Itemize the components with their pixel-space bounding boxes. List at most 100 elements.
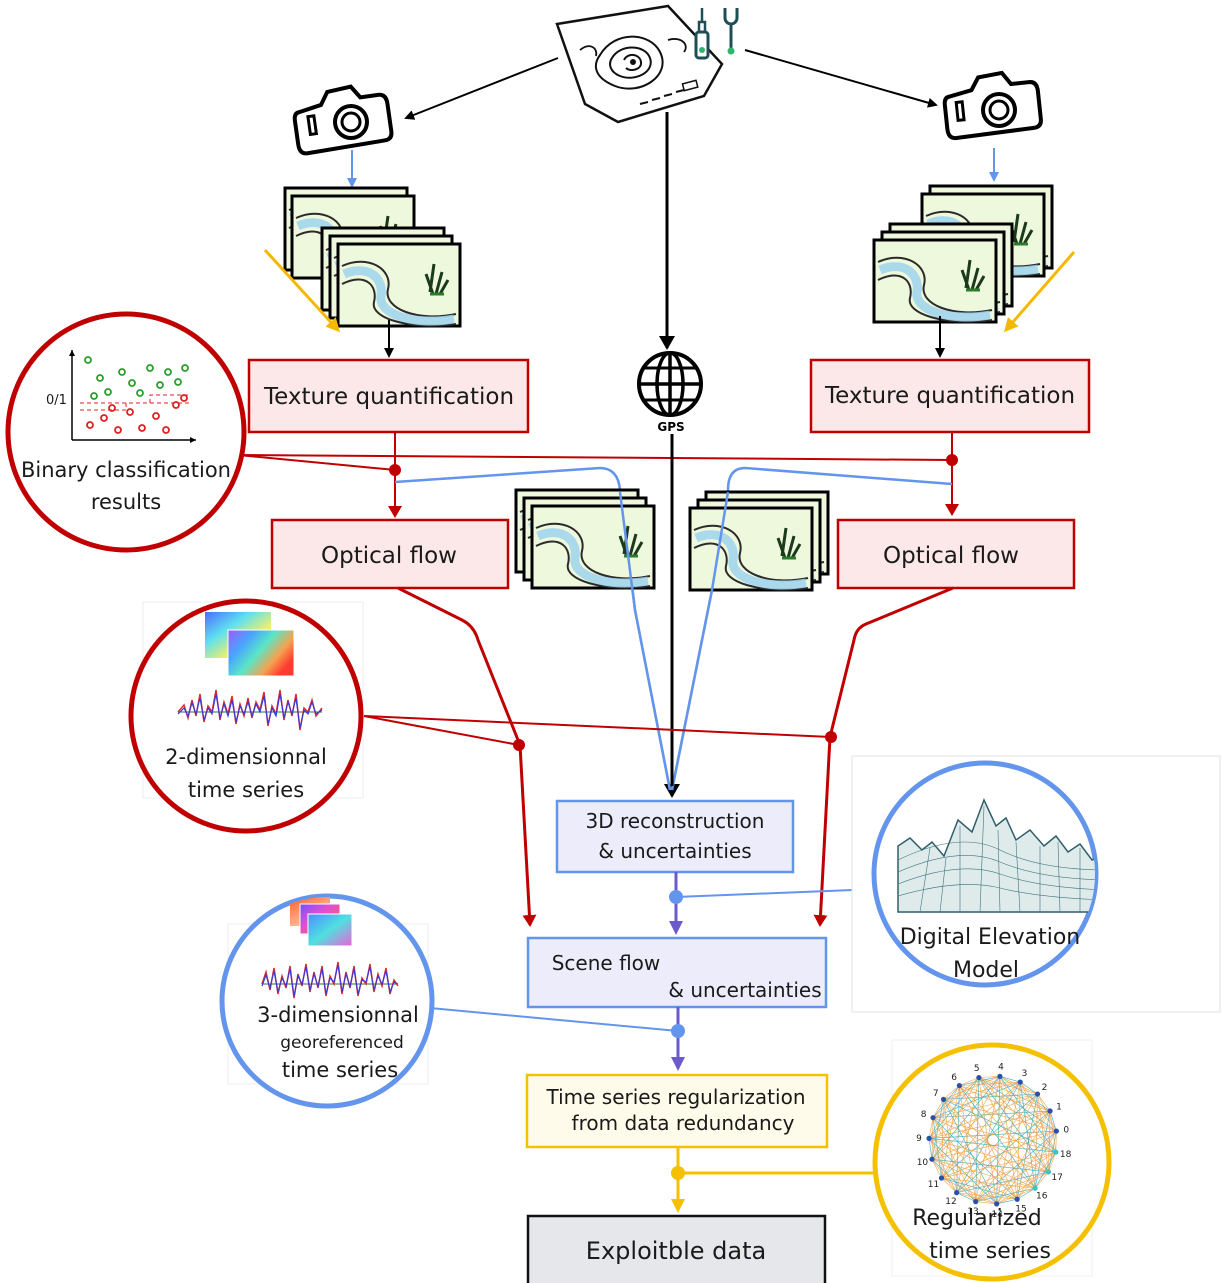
network-edge: [928, 1138, 1036, 1189]
network-edge: [959, 1085, 977, 1202]
network-node: [973, 1199, 979, 1205]
regts-line2: time series: [929, 1239, 1051, 1264]
network-node: [926, 1135, 932, 1141]
reconstruction-box: 3D reconstruction & uncertainties: [555, 799, 795, 874]
network-edge: [931, 1158, 1036, 1189]
network-node-label: 8: [921, 1110, 927, 1120]
network-edge: [1034, 1094, 1038, 1189]
image-stack-right: [874, 186, 1052, 322]
junction-dot-regts: [671, 1166, 685, 1180]
image-stack-left: [285, 188, 460, 326]
network-edge: [996, 1171, 1049, 1205]
network-edge: [928, 1085, 960, 1139]
network-edge: [978, 1077, 1051, 1112]
network-edge: [943, 1081, 1021, 1100]
network-edge: [1019, 1081, 1057, 1153]
network-edge: [931, 1099, 944, 1160]
line-ts3d-to-junction: [429, 1007, 679, 1032]
binary-plot-icon: 0/1: [46, 350, 196, 443]
texture-quantification-left-box: Texture quantification: [247, 358, 530, 434]
binary-classification-circle: 0/1 Binary classification results: [5, 311, 247, 553]
network-edge: [956, 1151, 1056, 1193]
network-node-label: 17: [1051, 1173, 1062, 1183]
exploitable-data-box: Exploitble data: [526, 1214, 827, 1283]
recon-line2: & uncertainties: [598, 839, 751, 863]
network-edge: [975, 1151, 1057, 1202]
network-node: [1034, 1091, 1041, 1097]
network-node-label: 10: [917, 1158, 929, 1168]
image-stack-middle-left: [516, 490, 654, 588]
network-edge: [941, 1177, 957, 1193]
regularization-box: Time series regularization from data red…: [525, 1073, 829, 1149]
heatmap-3d-front-icon: [307, 913, 353, 947]
texture-quantification-right-box: Texture quantification: [809, 358, 1091, 434]
network-edge: [1020, 1081, 1038, 1095]
network-node-label: 18: [1060, 1150, 1072, 1160]
scene-flow-box: Scene flow & uncertainties: [526, 936, 828, 1009]
ts2d-line2: time series: [188, 778, 304, 802]
network-edge: [928, 1138, 1049, 1173]
network-edge: [975, 1201, 997, 1205]
network-edge: [931, 1158, 1049, 1173]
network-edge: [943, 1099, 1018, 1200]
network-node: [1014, 1196, 1020, 1202]
network-edge: [928, 1138, 957, 1193]
ts3d-line3: time series: [282, 1058, 398, 1082]
arrow-sequence-right: [1004, 251, 1076, 333]
network-edge: [1017, 1187, 1036, 1200]
ts2d-circle: 2-dimensionnal time series: [128, 598, 364, 834]
arrow-sequence-left: [263, 248, 341, 333]
network-node-label: 14: [991, 1210, 1003, 1220]
binary-line1: Binary classification: [21, 458, 231, 482]
network-node: [956, 1082, 962, 1089]
network-node: [1047, 1108, 1053, 1114]
network-edge: [943, 1085, 960, 1100]
network-edge: [928, 1138, 976, 1202]
network-edge: [1034, 1151, 1057, 1189]
network-edge: [928, 1138, 997, 1205]
ts3d-line1: 3-dimensionnal: [257, 1003, 419, 1027]
network-edge: [1037, 1093, 1049, 1172]
network-edge: [959, 1077, 980, 1086]
network-edge: [941, 1177, 1018, 1200]
network-edge: [932, 1117, 1018, 1200]
heatmap-front-icon: [227, 629, 295, 677]
network-node-label: 4: [998, 1062, 1004, 1072]
line-ts2d-to-right: [363, 715, 832, 738]
ts2d-series-blue: [177, 693, 323, 729]
line-dem-to-junction: [675, 888, 879, 898]
optical-left-label: Optical flow: [321, 543, 457, 569]
regts-line1: Regularized: [912, 1206, 1042, 1231]
ts3d-series-blue: [261, 964, 399, 997]
network-edge: [931, 1158, 976, 1202]
network-node: [1045, 1169, 1052, 1175]
binary-line2: results: [91, 490, 161, 514]
network-edge: [941, 1099, 944, 1179]
arrow-optical-right-to-scene: [813, 586, 954, 927]
network-edge: [1019, 1081, 1057, 1132]
texture-right-label: Texture quantification: [824, 383, 1075, 409]
optical-right-label: Optical flow: [883, 543, 1019, 569]
network-node-label: 12: [945, 1197, 956, 1207]
network-edge: [1016, 1130, 1057, 1200]
network-node-label: 0: [1063, 1126, 1069, 1136]
network-edge: [996, 1187, 1036, 1205]
network-edge: [928, 1117, 934, 1139]
exploit-label: Exploitble data: [586, 1237, 766, 1265]
arrow-optical-left-to-scene: [397, 586, 537, 927]
line-ts2d-to-left: [363, 715, 520, 746]
network-node: [929, 1156, 935, 1162]
reg-line2: from data redundancy: [572, 1111, 795, 1135]
network-edge: [1048, 1110, 1051, 1172]
line-binary-to-left: [237, 454, 396, 471]
junction-dot-ts3d: [671, 1024, 685, 1038]
network-node: [994, 1201, 1000, 1207]
network-node-label: 15: [1015, 1205, 1026, 1215]
network-node: [997, 1073, 1003, 1079]
junction-dot-dem: [669, 890, 683, 904]
network-edge: [975, 1171, 1049, 1202]
network-node-label: 5: [974, 1064, 980, 1074]
network-node: [938, 1175, 945, 1181]
network-edge: [1055, 1131, 1057, 1153]
texture-left-label: Texture quantification: [263, 384, 514, 410]
